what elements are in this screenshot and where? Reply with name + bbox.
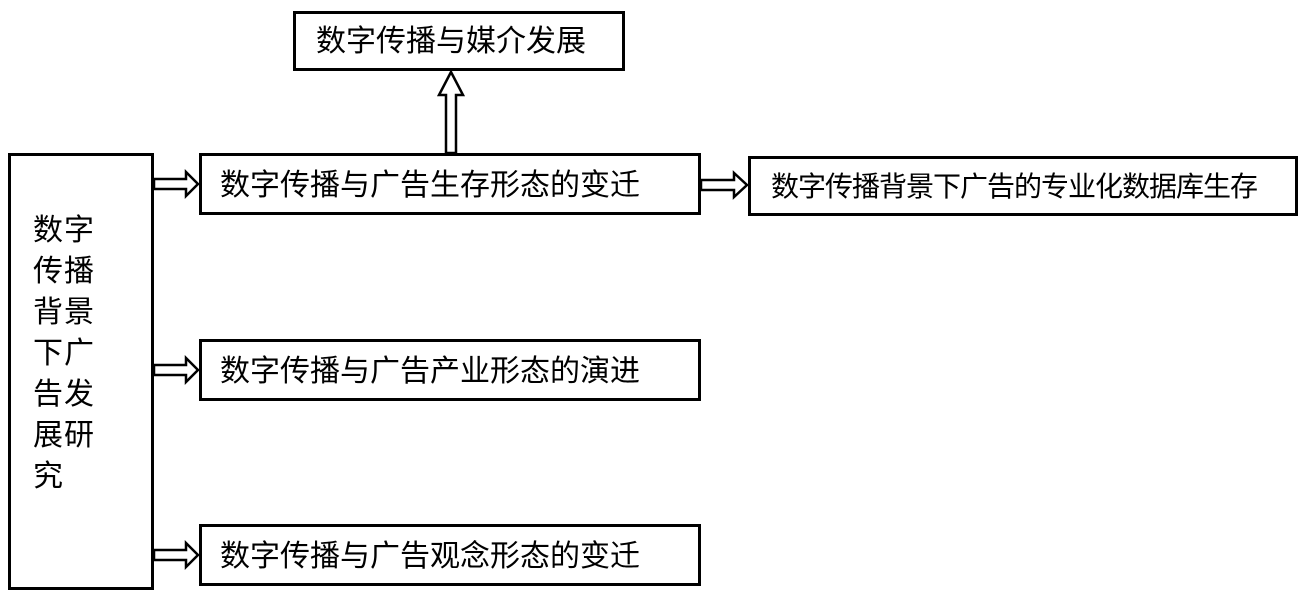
database-survival-label: 数字传播背景下广告的专业化数据库生存	[771, 170, 1258, 203]
root-line: 背景	[33, 295, 95, 330]
branch-survival-form-node: 数字传播与广告生存形态的变迁	[199, 153, 701, 215]
root-line: 展研	[33, 418, 95, 453]
branch-industry-form-node: 数字传播与广告产业形态的演进	[199, 339, 701, 401]
branch-concept-form-node: 数字传播与广告观念形态的变迁	[199, 524, 701, 586]
arrow-branch1-to-top	[436, 69, 466, 155]
arrow-root-to-branch2	[152, 354, 200, 386]
arrow-branch1-to-right	[699, 170, 749, 200]
arrow-root-to-branch3	[152, 539, 200, 571]
branch-survival-form-label: 数字传播与广告生存形态的变迁	[220, 168, 640, 203]
media-development-label: 数字传播与媒介发展	[316, 24, 586, 59]
root-line: 数字	[33, 213, 95, 248]
root-line: 告发	[33, 377, 95, 412]
root-line: 下广	[33, 336, 95, 371]
root-node: 数字 传播 背景 下广 告发 展研 究	[8, 153, 154, 590]
root-node-label: 数字 传播 背景 下广 告发 展研 究	[33, 210, 95, 497]
media-development-node: 数字传播与媒介发展	[293, 11, 625, 71]
root-line: 传播	[33, 254, 95, 289]
arrow-root-to-branch1	[152, 168, 200, 200]
branch-concept-form-label: 数字传播与广告观念形态的变迁	[220, 539, 640, 574]
database-survival-node: 数字传播背景下广告的专业化数据库生存	[748, 156, 1298, 216]
branch-industry-form-label: 数字传播与广告产业形态的演进	[220, 354, 640, 389]
root-line: 究	[33, 459, 64, 494]
